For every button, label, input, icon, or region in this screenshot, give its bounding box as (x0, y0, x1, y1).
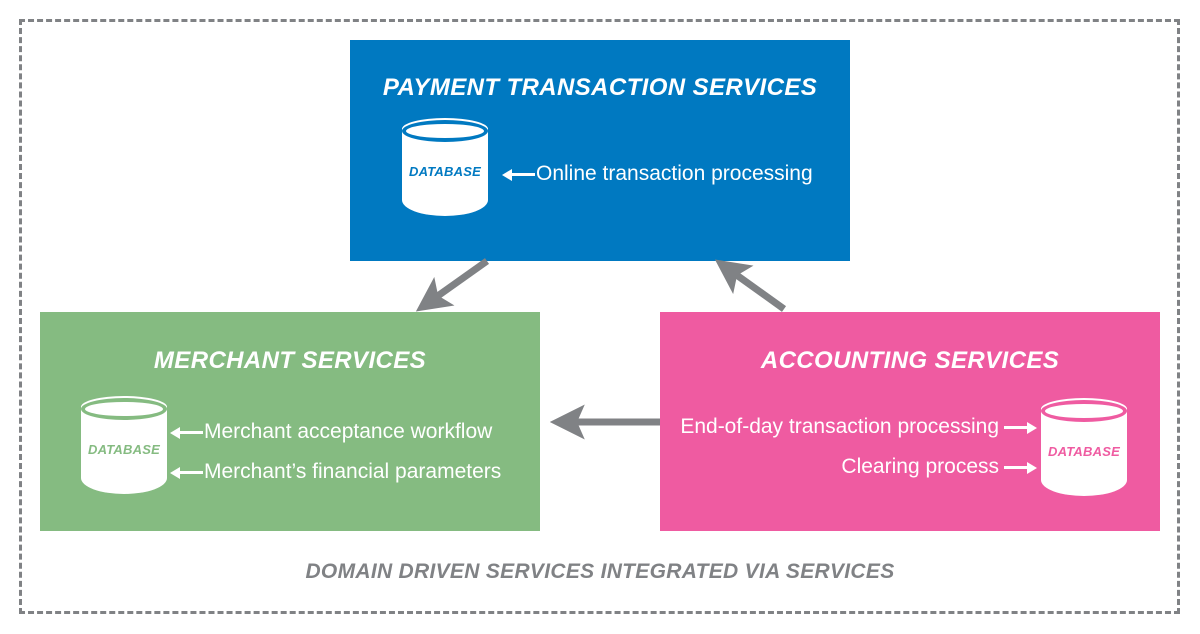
cylinder-rim (402, 120, 488, 142)
diagram-outer-frame (19, 19, 1180, 614)
accounting-services-box[interactable]: ACCOUNTING SERVICES End-of-day transacti… (660, 312, 1160, 531)
merchant-annotation-text-2: Merchant’s financial parameters (204, 460, 502, 483)
payment-transaction-services-box[interactable]: PAYMENT TRANSACTION SERVICES DATABASE On… (350, 40, 850, 261)
accounting-annotation-text-2: Clearing process (841, 455, 999, 478)
arrow-right-icon (1003, 459, 1037, 475)
database-label-accounting: DATABASE (1048, 444, 1120, 459)
database-cylinder-merchant: DATABASE (81, 396, 167, 504)
diagram-caption: DOMAIN DRIVEN SERVICES INTEGRATED VIA SE… (305, 560, 895, 583)
database-label-payment: DATABASE (409, 164, 481, 179)
arrow-left-icon (170, 464, 204, 480)
merchant-annotation-row-2: Merchant’s financial parameters (170, 460, 501, 484)
database-label-merchant: DATABASE (88, 442, 160, 457)
payment-transaction-services-title: PAYMENT TRANSACTION SERVICES (382, 74, 818, 101)
cylinder-body (81, 406, 167, 494)
arrow-right-icon (1003, 419, 1037, 435)
cylinder-rim (81, 398, 167, 420)
cylinder-rim (1041, 400, 1127, 422)
cylinder-body (402, 128, 488, 216)
payment-annotation-text-1: Online transaction processing (536, 162, 813, 185)
accounting-annotation-row-1: End-of-day transaction processing (680, 415, 1037, 439)
accounting-annotation-row-2: Clearing process (682, 455, 1037, 479)
merchant-services-box[interactable]: MERCHANT SERVICES DATABASE Merchant acce… (40, 312, 540, 531)
payment-annotation-row-1: Online transaction processing (502, 162, 813, 186)
merchant-annotation-text-1: Merchant acceptance workflow (204, 420, 493, 443)
merchant-services-title: MERCHANT SERVICES (153, 347, 427, 374)
accounting-annotation-text-1: End-of-day transaction processing (680, 415, 999, 438)
accounting-services-title: ACCOUNTING SERVICES (760, 347, 1060, 374)
arrow-left-icon (170, 424, 204, 440)
cylinder-body (1041, 408, 1127, 496)
arrow-left-icon (502, 166, 536, 182)
merchant-annotation-row-1: Merchant acceptance workflow (170, 420, 492, 444)
database-cylinder-payment: DATABASE (402, 118, 488, 226)
database-cylinder-accounting: DATABASE (1041, 398, 1127, 506)
